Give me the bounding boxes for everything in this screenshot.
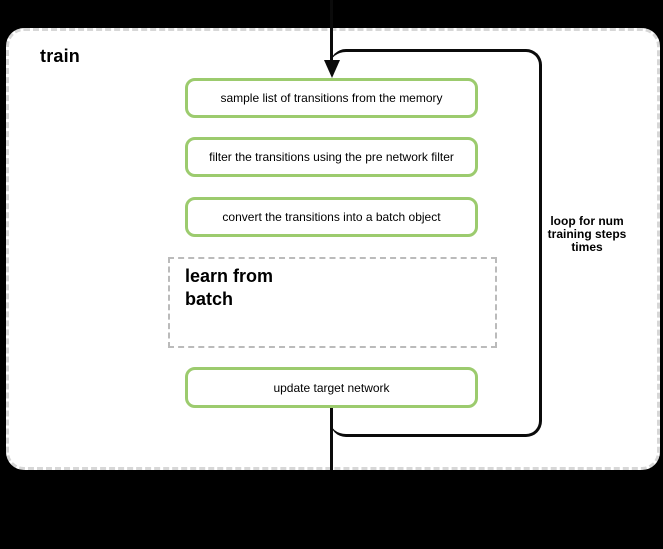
flow-line-in <box>330 0 333 62</box>
step-update-target-network: update target network <box>185 367 478 408</box>
loop-boundary <box>330 49 542 437</box>
flow-line-out <box>330 407 333 470</box>
learn-from-batch-label: learn from batch <box>185 266 274 309</box>
step-sample-transitions: sample list of transitions from the memo… <box>185 78 478 118</box>
step-convert-batch: convert the transitions into a batch obj… <box>185 197 478 237</box>
learn-from-batch-box: learn from batch <box>168 257 497 348</box>
arrowhead-down-icon <box>324 60 340 78</box>
train-label: train <box>40 46 81 66</box>
step-filter-transitions: filter the transitions using the pre net… <box>185 137 478 177</box>
loop-annotation: loop for num training steps times <box>547 214 627 254</box>
